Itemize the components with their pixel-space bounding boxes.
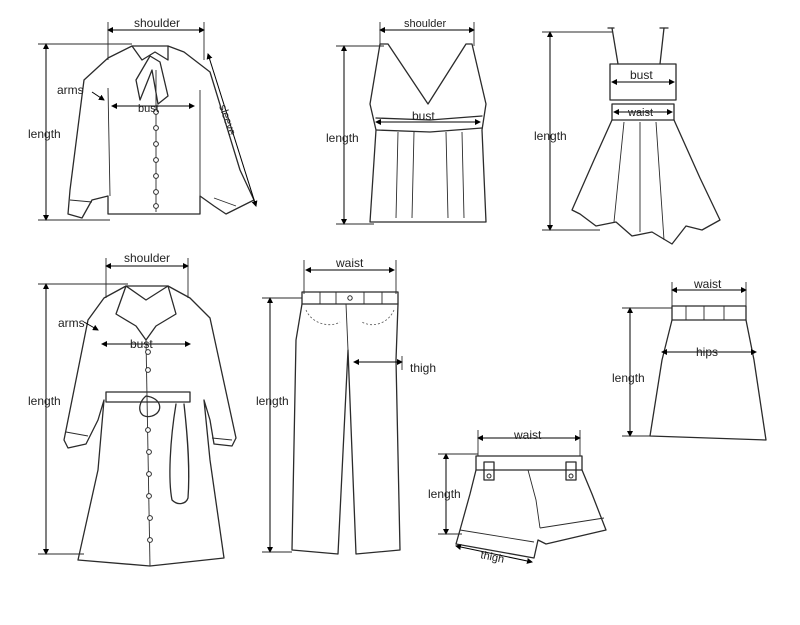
- vest-length-label: length: [326, 131, 359, 145]
- coat-buttons: [145, 349, 153, 543]
- pants-thigh-label: thigh: [410, 361, 436, 375]
- shorts-length-label: length: [428, 487, 461, 501]
- skirt-waist-label: waist: [693, 277, 722, 291]
- vest-shoulder-label: shoulder: [404, 18, 447, 30]
- coat-arms-label: arms: [58, 316, 85, 330]
- shirt-figure: shoulder arms bust length sleeve: [28, 16, 258, 221]
- coat-bust-label: bust: [130, 337, 153, 351]
- pants-figure: waist thigh length: [256, 256, 436, 555]
- shirt-sleeve-line: [206, 53, 258, 207]
- pants-outline: [291, 291, 401, 555]
- coat-figure: shoulder arms bust length: [28, 251, 237, 567]
- shorts-figure: waist length thigh: [428, 428, 607, 566]
- shorts-thigh-line: [455, 544, 533, 564]
- skirt-outline: [649, 305, 767, 441]
- dress-figure: bust waist length: [534, 27, 721, 245]
- skirt-hips-label: hips: [696, 345, 718, 359]
- vest-bust-label: bust: [412, 109, 435, 123]
- shirt-arms-pointer: [91, 91, 105, 101]
- vest-figure: shoulder bust length: [326, 18, 487, 225]
- shorts-thigh-label: thigh: [479, 549, 505, 566]
- dress-bust-label: bust: [630, 68, 653, 82]
- shorts-outline: [455, 455, 607, 559]
- coat-outline: [63, 285, 237, 567]
- shirt-shoulder-label: shoulder: [134, 16, 180, 30]
- dress-length-label: length: [534, 129, 567, 143]
- shirt-buttons: [153, 109, 159, 209]
- shirt-length-label: length: [28, 127, 61, 141]
- vest-outline: [369, 43, 487, 223]
- coat-length-label: length: [28, 394, 61, 408]
- shirt-sleeve-label: sleeve: [216, 103, 238, 137]
- pants-waist-label: waist: [335, 256, 364, 270]
- skirt-figure: waist hips length: [612, 277, 767, 441]
- pants-length-label: length: [256, 394, 289, 408]
- shirt-bust-label: bust: [138, 103, 159, 115]
- skirt-length-label: length: [612, 371, 645, 385]
- shorts-waist-label: waist: [513, 428, 542, 442]
- dress-waist-label: waist: [627, 107, 653, 119]
- coat-arms-pointer: [83, 321, 99, 331]
- dress-outline: [571, 27, 721, 245]
- shirt-arms-label: arms: [57, 83, 84, 97]
- coat-shoulder-label: shoulder: [124, 251, 170, 265]
